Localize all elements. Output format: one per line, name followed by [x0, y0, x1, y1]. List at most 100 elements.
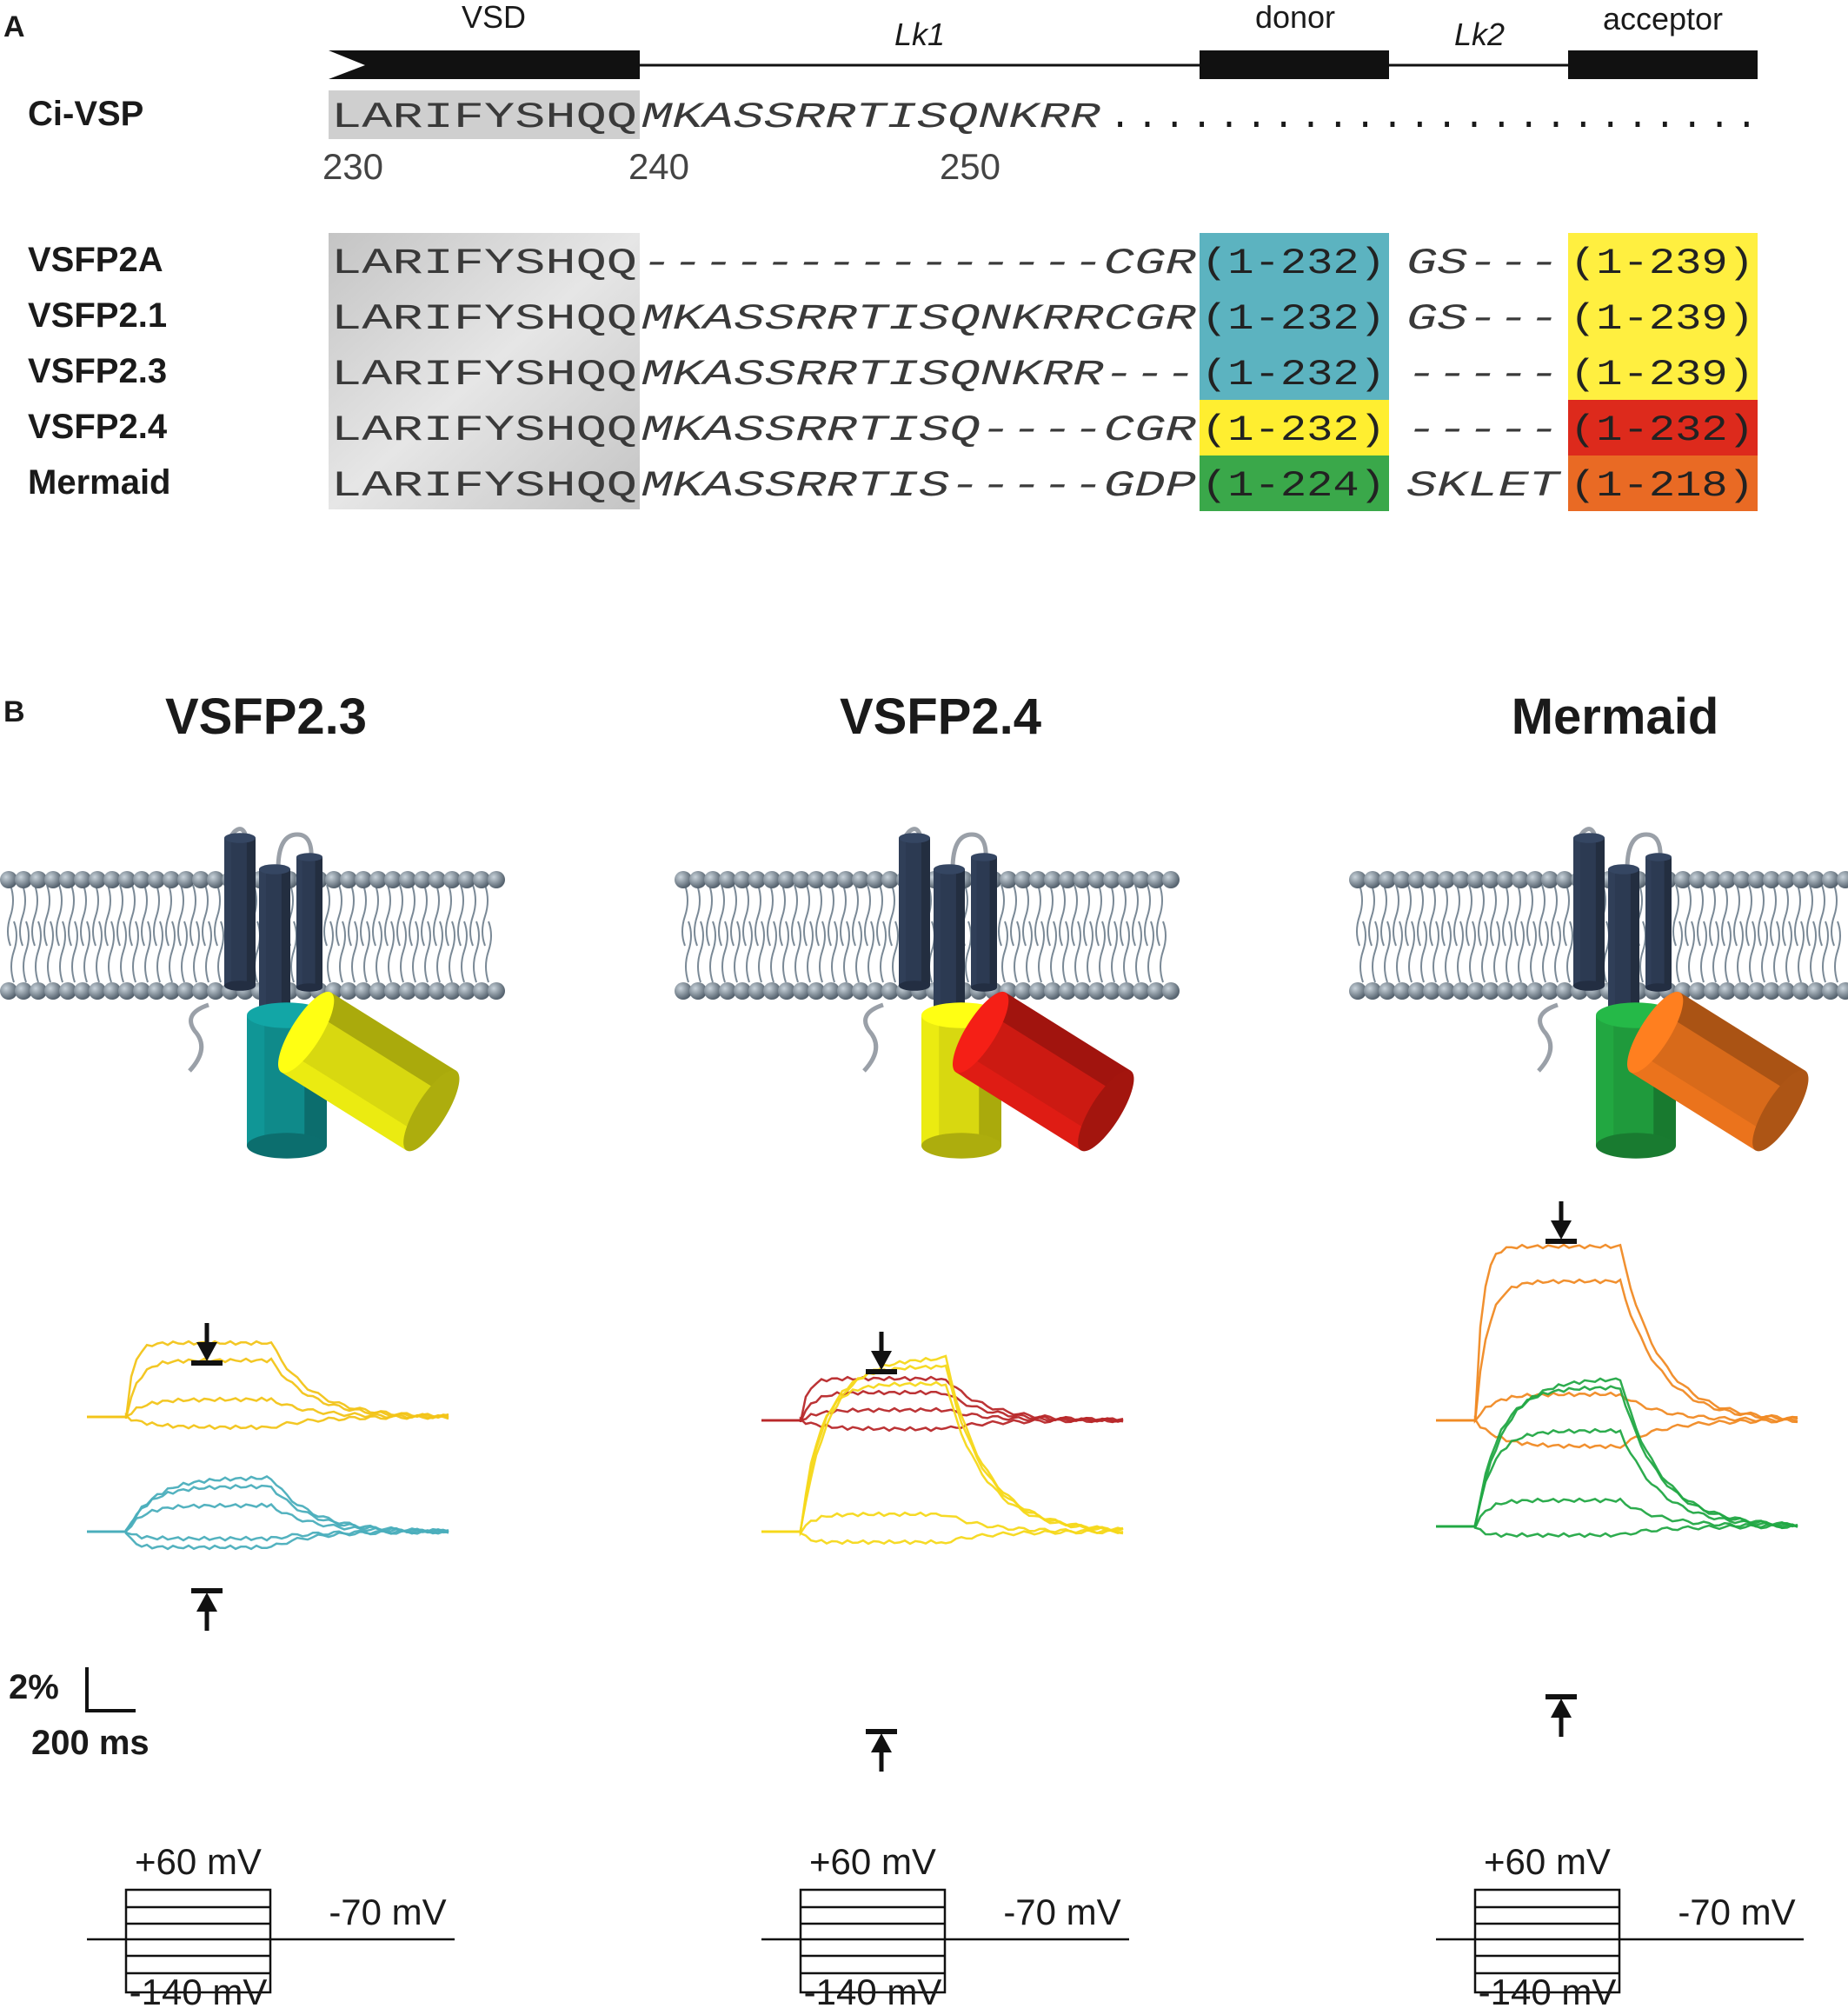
- donor-fluorescence-trace: [1436, 1377, 1798, 1539]
- panel-b: B VSFP2.3 +60 mV -70 mV -140 mV VSFP2.4 +60 m…: [0, 688, 1848, 2008]
- lk2-sequence: -----: [1406, 354, 1559, 396]
- construct-title: VSFP2.4: [840, 688, 1041, 745]
- acceptor-block: [1568, 289, 1758, 344]
- acceptor-block: [1568, 400, 1758, 455]
- lk1-sequence: MKASSRRTISQNKRRCGR: [641, 298, 1196, 340]
- construct-title: VSFP2.3: [165, 688, 367, 745]
- protocol-hold-label: -70 mV: [1678, 1892, 1795, 1932]
- helix-s3: [971, 853, 997, 992]
- ref-vsd-shade: [329, 90, 640, 139]
- donor-bar: [1200, 50, 1389, 79]
- helix-s3: [296, 853, 322, 992]
- scale-bar: 2% 200 ms: [9, 1667, 150, 1762]
- lk1-sequence: MKASSRRTIS-----GDP: [641, 465, 1196, 507]
- peak-arrow-bottom: [1546, 1694, 1577, 1737]
- ref-dots: . . . . . . . . . . . . . . . . . . . . …: [1109, 96, 1758, 138]
- helix-s3: [1645, 853, 1672, 992]
- acceptor-range: (1-239): [1570, 298, 1754, 340]
- acceptor-fp-cylinder: [1627, 991, 1809, 1152]
- acceptor-block: [1568, 455, 1758, 511]
- acceptor-range: (1-232): [1570, 409, 1754, 451]
- donor-block: [1200, 233, 1389, 289]
- peak-arrow-bottom: [191, 1588, 223, 1631]
- protocol-hold-label: -70 mV: [1003, 1892, 1120, 1932]
- peak-arrow-top: [866, 1332, 897, 1374]
- acceptor-block: [1568, 233, 1758, 289]
- donor-range: (1-232): [1201, 243, 1386, 284]
- peak-arrow-bottom: [866, 1729, 897, 1772]
- protein-cartoon: [1537, 827, 1809, 1159]
- reference-row: Ci-VSP LARIFYSHQQ MKASSRRTISQNKRR . . . …: [28, 90, 1758, 187]
- construct-name: VSFP2.1: [28, 296, 167, 335]
- vsd-sequence: LARIFYSHQQ: [331, 298, 637, 340]
- voltage-protocol: +60 mV-70 mV-140 mV: [1436, 1841, 1804, 2008]
- ref-name: Ci-VSP: [28, 95, 143, 133]
- vsd-arrow-bar: [329, 50, 640, 79]
- protocol-low-label: -140 mV: [130, 1971, 268, 2008]
- scale-bar-x-label: 200 ms: [31, 1724, 150, 1762]
- lk2-sequence: GS---: [1406, 243, 1559, 284]
- lk2-sequence: SKLET: [1406, 465, 1561, 507]
- helix-s1: [1573, 833, 1605, 991]
- donor-block: [1200, 400, 1389, 455]
- voltage-protocol: +60 mV -70 mV -140 mV: [761, 1841, 1129, 2008]
- panel-b-label: B: [3, 695, 25, 728]
- panel-a: A VSD Lk1 donor Lk2 acceptor Ci-VSP LARI…: [3, 0, 1758, 511]
- acceptor-fp-cylinder: [278, 991, 460, 1152]
- lk1-label: Lk1: [894, 17, 945, 52]
- construct-name: VSFP2.3: [28, 352, 167, 390]
- donor-label: donor: [1255, 0, 1335, 35]
- helix-s1: [224, 833, 256, 991]
- donor-block: [1200, 289, 1389, 344]
- acceptor-range: (1-239): [1570, 354, 1754, 396]
- protocol-high-label: +60 mV: [1484, 1841, 1611, 1882]
- acceptor-fp-cylinder: [953, 991, 1134, 1152]
- protocol-low-label: -140 mV: [804, 1971, 942, 2008]
- scale-bar-y-label: 2%: [9, 1668, 59, 1706]
- construct-name: VSFP2.4: [28, 408, 168, 446]
- domain-bar: VSD Lk1 donor Lk2 acceptor: [329, 0, 1758, 79]
- helix-s2: [934, 864, 965, 1022]
- vsd-sequence: LARIFYSHQQ: [331, 354, 637, 396]
- lk1-sequence: MKASSRRTISQNKRR---: [641, 354, 1196, 396]
- tick-240: 240: [628, 146, 689, 187]
- scale-bar-lines: [85, 1667, 136, 1712]
- donor-range: (1-224): [1201, 465, 1386, 507]
- protocol-hold-label: -70 mV: [329, 1892, 446, 1932]
- vsd-label: VSD: [462, 0, 526, 35]
- acceptor-bar: [1568, 50, 1758, 79]
- lk1-sequence: ---------------CGR: [641, 243, 1196, 284]
- helix-s2: [259, 864, 290, 1022]
- construct-column: VSFP2.3+60 mV-70 mV-140 mV: [0, 688, 505, 2008]
- donor-fluorescence-trace: [761, 1354, 1124, 1546]
- acceptor-fluorescence-trace: [87, 1340, 449, 1431]
- donor-range: (1-232): [1201, 354, 1386, 396]
- donor-range: (1-232): [1201, 298, 1386, 340]
- donor-fluorescence-trace: [87, 1475, 449, 1551]
- acceptor-label: acceptor: [1603, 1, 1723, 37]
- helix-s2: [1608, 864, 1639, 1022]
- construct-name: Mermaid: [28, 463, 171, 502]
- peak-arrow-top: [191, 1323, 223, 1366]
- donor-block: [1200, 344, 1389, 400]
- construct-column: VSFP2.4 +60 mV -70 mV -140 mV: [675, 688, 1180, 2008]
- acceptor-fp-wrap: [278, 991, 460, 1152]
- vsd-sequence: LARIFYSHQQ: [331, 243, 637, 284]
- protocol-high-label: +60 mV: [809, 1841, 936, 1882]
- alignment-vsd-shade: [329, 233, 640, 509]
- acceptor-fluorescence-trace: [1436, 1243, 1798, 1450]
- lk2-sequence: GS---: [1406, 298, 1559, 340]
- protein-cartoon: [862, 827, 1134, 1159]
- donor-block: [1200, 455, 1389, 511]
- acceptor-fp-wrap: [953, 991, 1134, 1152]
- construct-title: Mermaid: [1512, 688, 1719, 745]
- vsd-sequence: LARIFYSHQQ: [331, 409, 637, 451]
- ref-vsd-seq: LARIFYSHQQ: [331, 96, 637, 138]
- lk2-label: Lk2: [1454, 17, 1505, 52]
